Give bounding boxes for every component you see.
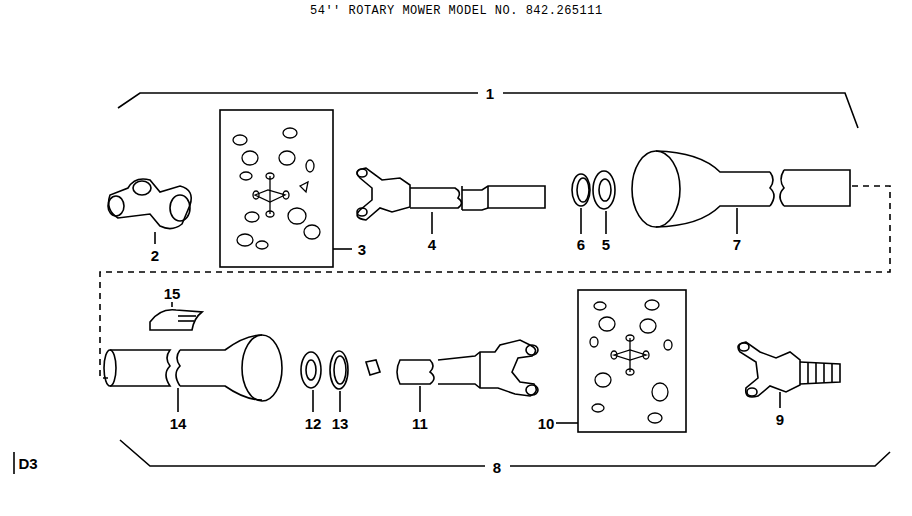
callout-number: D3 [17,456,38,471]
callout-number: 4 [427,237,437,252]
callout-number: 10 [537,416,556,431]
callout-number: 11 [411,416,429,431]
callout-number: 13 [331,416,350,431]
callout-number: 5 [601,237,611,252]
callout-number: 14 [169,416,188,431]
callout-number: 9 [775,412,785,427]
callout-number: 15 [163,286,182,301]
callout-number: 12 [304,416,323,431]
diagram-title: 54'' ROTARY MOWER MODEL NO. 842.265111 [310,5,603,17]
callout-number: 2 [150,248,160,263]
callout-number: 7 [732,237,742,252]
callout-number: 1 [485,86,495,101]
callout-number: 3 [357,242,367,257]
callout-number: 8 [492,460,502,475]
callout-number: 6 [576,237,586,252]
